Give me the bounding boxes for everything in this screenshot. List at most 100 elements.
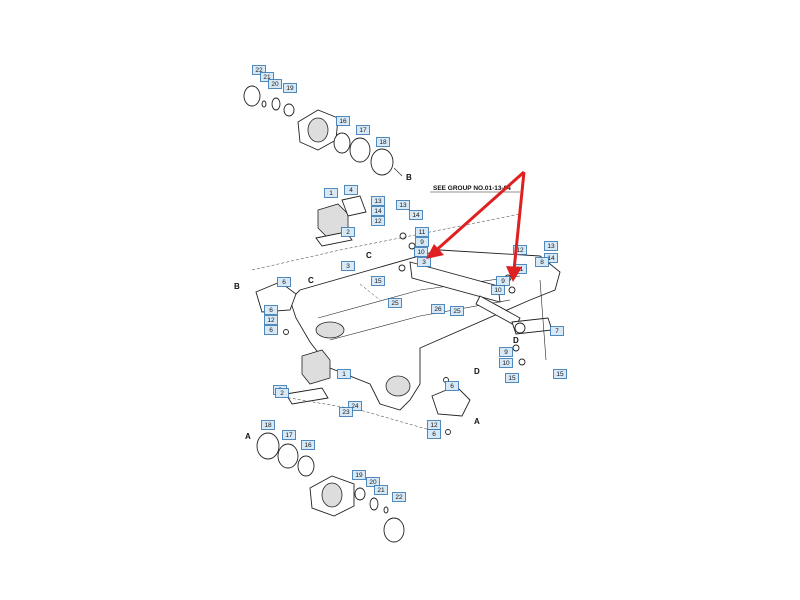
callout-box <box>427 429 441 439</box>
callout-number: 10 <box>494 287 502 294</box>
callout-box <box>415 237 429 247</box>
direction-letters: A A B B C C D D <box>234 173 519 441</box>
callout-box <box>344 185 358 195</box>
callout-box <box>371 196 385 206</box>
callout-number: 22 <box>395 494 403 501</box>
callout-box <box>491 285 505 295</box>
callout-17: 17 <box>282 430 296 440</box>
callout-2: 2 <box>341 227 355 237</box>
callout-number: 25 <box>453 308 461 315</box>
callout-number: 23 <box>342 409 350 416</box>
callout-number: 7 <box>555 328 559 335</box>
callout-19: 19 <box>283 83 297 93</box>
callout-box <box>352 470 366 480</box>
callout-12: 12 <box>264 315 278 325</box>
callout-number: 6 <box>269 307 273 314</box>
callout-number: 18 <box>379 139 387 146</box>
letter-b-left: B <box>234 282 240 291</box>
letter-a-right: A <box>474 417 480 426</box>
callout-15: 15 <box>553 369 567 379</box>
callout-10: 10 <box>491 285 505 295</box>
callout-number: 13 <box>374 198 382 205</box>
callout-number: 6 <box>269 327 273 334</box>
callout-16: 16 <box>301 440 315 450</box>
callout-box <box>275 388 289 398</box>
callout-15: 15 <box>371 276 385 286</box>
callout-number: 25 <box>391 300 399 307</box>
callout-number: 14 <box>374 208 382 215</box>
shim-plate-upper <box>341 195 367 217</box>
callout-number: 2 <box>280 390 284 397</box>
washer-upper <box>271 97 281 111</box>
seal-lower <box>256 432 280 460</box>
callout-number: 4 <box>349 187 353 194</box>
see-group-label: SEE GROUP NO.01-13-04 <box>433 185 511 192</box>
callout-box <box>553 369 567 379</box>
callout-number: 14 <box>547 255 555 262</box>
callout-box <box>544 241 558 251</box>
callout-26: 26 <box>431 304 445 314</box>
callout-box <box>450 306 464 316</box>
callout-box <box>535 257 549 267</box>
callout-box <box>505 373 519 383</box>
callout-number: 19 <box>286 85 294 92</box>
callout-box <box>499 358 513 368</box>
callout-number: 8 <box>540 259 544 266</box>
bearing-b-upper <box>349 137 371 163</box>
callout-20: 20 <box>366 477 380 487</box>
callout-number: 14 <box>412 212 420 219</box>
bearing-a-lower <box>297 455 315 477</box>
callout-25: 25 <box>450 306 464 316</box>
ref-line-1 <box>251 213 521 271</box>
callout-box <box>371 276 385 286</box>
bearing-a-upper <box>333 132 351 154</box>
callout-box <box>371 216 385 226</box>
callout-number: 6 <box>432 431 436 438</box>
callout-box <box>264 315 278 325</box>
callout-22: 22 <box>252 65 266 75</box>
callout-13: 13 <box>371 196 385 206</box>
callout-18: 18 <box>376 137 390 147</box>
callout-number: 11 <box>419 229 426 236</box>
callout-6: 6 <box>277 277 291 287</box>
hub-bore-lower <box>321 482 343 508</box>
callout-box <box>366 477 380 487</box>
seal-b-upper <box>370 148 394 176</box>
callout-23: 23 <box>339 407 353 417</box>
callout-number: 17 <box>285 432 293 439</box>
callout-number: 6 <box>450 383 454 390</box>
callout-box <box>268 79 282 89</box>
callout-number: 26 <box>434 306 442 313</box>
steering-cylinder <box>409 261 501 303</box>
hub-bore-upper <box>307 117 329 143</box>
callout-4: 4 <box>344 185 358 195</box>
callout-number: 1 <box>329 190 333 197</box>
callout-20: 20 <box>268 79 282 89</box>
callout-box <box>392 492 406 502</box>
callout-10: 10 <box>499 358 513 368</box>
nut-upper <box>283 103 295 117</box>
callout-box <box>252 65 266 75</box>
callout-box <box>341 227 355 237</box>
callout-6: 6 <box>264 305 278 315</box>
callout-box <box>396 200 410 210</box>
callout-19: 19 <box>352 470 366 480</box>
callout-25: 25 <box>388 298 402 308</box>
red-arrow-right <box>512 171 526 271</box>
callout-number: 18 <box>264 422 272 429</box>
callout-9: 9 <box>415 237 429 247</box>
callout-number: 16 <box>304 442 312 449</box>
callout-number: 16 <box>339 118 347 125</box>
cap-lower <box>383 517 405 543</box>
callout-number: 1 <box>342 371 346 378</box>
callout-box <box>301 440 315 450</box>
tie-rod-end <box>514 322 526 334</box>
letter-d-lower: D <box>474 367 480 376</box>
letter-a-left: A <box>245 432 251 441</box>
letter-c-mid: C <box>366 251 372 260</box>
plate-lower <box>285 387 329 405</box>
callout-number: 12 <box>516 247 524 254</box>
callout-box <box>277 277 291 287</box>
callout-box <box>337 369 351 379</box>
